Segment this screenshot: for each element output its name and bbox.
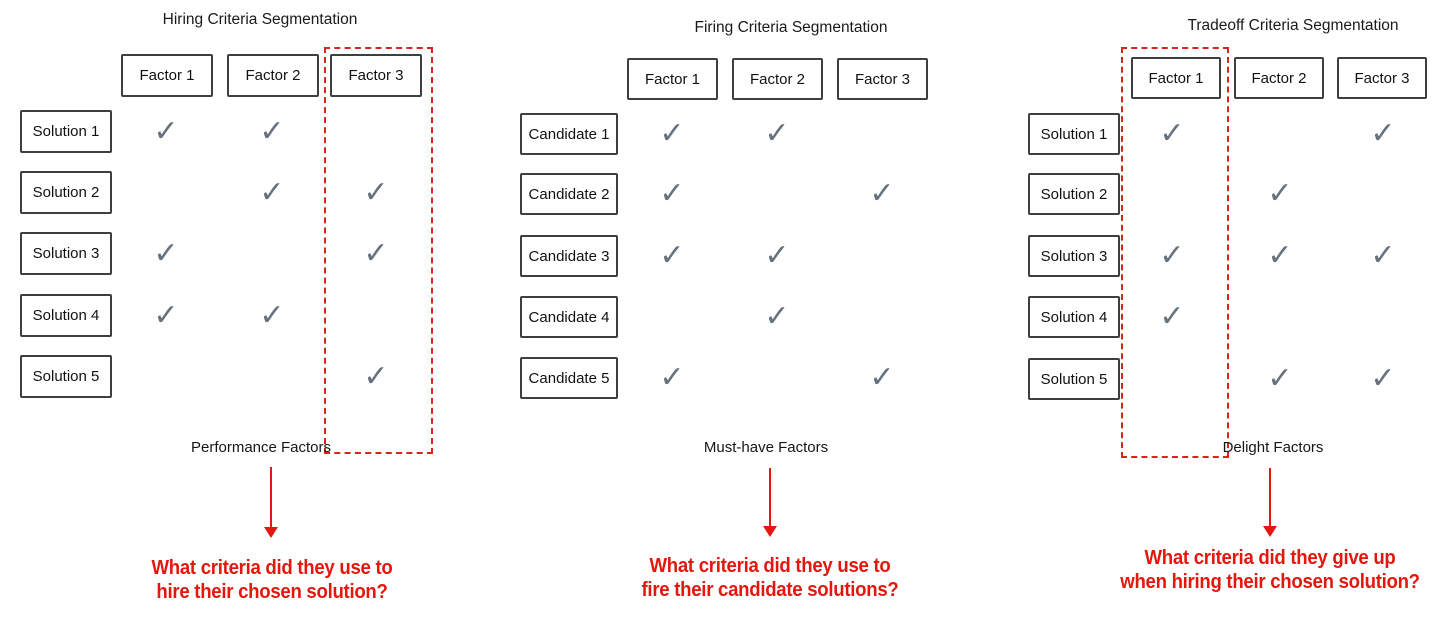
highlight-dashed-box xyxy=(324,47,433,454)
factor-header: Factor 2 xyxy=(1234,57,1324,99)
row-label: Solution 3 xyxy=(20,232,112,275)
check-icon: ✓ xyxy=(153,297,179,333)
factor-header: Factor 2 xyxy=(227,54,319,97)
question-line: when hiring their chosen solution? xyxy=(1120,571,1420,593)
check-icon: ✓ xyxy=(363,358,389,394)
check-icon: ✓ xyxy=(659,359,685,395)
panel-title: Tradeoff Criteria Segmentation xyxy=(1187,17,1399,34)
check-icon: ✓ xyxy=(153,113,179,149)
row-label: Solution 4 xyxy=(20,294,112,337)
row-label: Solution 2 xyxy=(1028,173,1120,215)
check-icon: ✓ xyxy=(659,115,685,151)
arrow-shaft xyxy=(1269,468,1271,526)
row-label: Candidate 2 xyxy=(520,173,618,215)
check-icon: ✓ xyxy=(869,359,895,395)
check-icon: ✓ xyxy=(659,175,685,211)
check-icon: ✓ xyxy=(764,237,790,273)
question-line: hire their chosen solution? xyxy=(156,581,388,603)
row-label: Candidate 1 xyxy=(520,113,618,155)
arrow-head-icon xyxy=(763,526,777,537)
row-label: Candidate 4 xyxy=(520,296,618,338)
question-line: What criteria did they use to xyxy=(151,557,393,579)
row-label: Solution 1 xyxy=(1028,113,1120,155)
arrow-shaft xyxy=(769,468,771,526)
check-icon: ✓ xyxy=(363,235,389,271)
check-icon: ✓ xyxy=(764,298,790,334)
panel-title: Hiring Criteria Segmentation xyxy=(162,11,358,28)
check-icon: ✓ xyxy=(1159,298,1185,334)
arrow-shaft xyxy=(270,467,272,527)
check-icon: ✓ xyxy=(363,174,389,210)
row-label: Solution 3 xyxy=(1028,235,1120,277)
check-icon: ✓ xyxy=(1370,360,1396,396)
check-icon: ✓ xyxy=(1267,237,1293,273)
factor-header: Factor 1 xyxy=(627,58,718,100)
row-label: Candidate 5 xyxy=(520,357,618,399)
row-label: Solution 2 xyxy=(20,171,112,214)
factor-header: Factor 3 xyxy=(837,58,928,100)
factor-header: Factor 1 xyxy=(121,54,213,97)
arrow-head-icon xyxy=(264,527,278,538)
question-line: What criteria did they give up xyxy=(1144,547,1396,569)
row-label: Solution 5 xyxy=(1028,358,1120,400)
check-icon: ✓ xyxy=(869,175,895,211)
arrow-head-icon xyxy=(1263,526,1277,537)
check-icon: ✓ xyxy=(1370,115,1396,151)
check-icon: ✓ xyxy=(1159,115,1185,151)
factor-header: Factor 2 xyxy=(732,58,823,100)
row-label: Solution 4 xyxy=(1028,296,1120,338)
question-line: fire their candidate solutions? xyxy=(641,579,899,601)
factor-header: Factor 3 xyxy=(1337,57,1427,99)
row-label: Solution 1 xyxy=(20,110,112,153)
factor-type-label: Performance Factors xyxy=(190,439,332,456)
highlight-dashed-box xyxy=(1121,47,1229,458)
check-icon: ✓ xyxy=(259,113,285,149)
factor-type-label: Delight Factors xyxy=(1222,439,1324,456)
panel-title: Firing Criteria Segmentation xyxy=(694,19,888,36)
check-icon: ✓ xyxy=(1267,360,1293,396)
check-icon: ✓ xyxy=(659,237,685,273)
question-line: What criteria did they use to xyxy=(649,555,891,577)
check-icon: ✓ xyxy=(1159,237,1185,273)
check-icon: ✓ xyxy=(1267,175,1293,211)
check-icon: ✓ xyxy=(1370,237,1396,273)
row-label: Candidate 3 xyxy=(520,235,618,277)
factor-type-label: Must-have Factors xyxy=(703,439,829,456)
check-icon: ✓ xyxy=(259,297,285,333)
check-icon: ✓ xyxy=(259,174,285,210)
row-label: Solution 5 xyxy=(20,355,112,398)
check-icon: ✓ xyxy=(153,235,179,271)
factor-header: Factor 1 xyxy=(1131,57,1221,99)
factor-header: Factor 3 xyxy=(330,54,422,97)
check-icon: ✓ xyxy=(764,115,790,151)
